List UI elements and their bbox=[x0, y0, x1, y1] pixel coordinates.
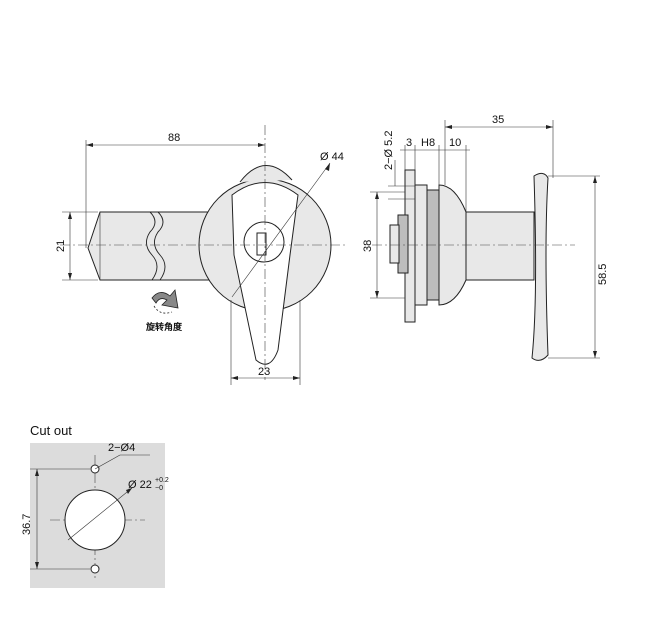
dim-diameter-44-label: Ø 44 bbox=[320, 151, 344, 163]
side-view: 35 3 H8 10 2−Ø 5.2 38 58.5 bbox=[362, 114, 609, 361]
dim-88-label: 88 bbox=[168, 132, 180, 144]
t-handle bbox=[531, 172, 549, 361]
shaft bbox=[465, 211, 535, 281]
front-view: 88 21 Ø 44 23 旋转角度 bbox=[55, 125, 345, 385]
top-boss bbox=[239, 165, 293, 183]
cutout-view: Cut out 2−Ø4 Ø 22 +0.2 −0 36.7 bbox=[21, 423, 169, 588]
dim-10-label: 10 bbox=[449, 137, 461, 149]
nut-thread bbox=[389, 224, 400, 264]
rotation-angle-label: 旋转角度 bbox=[145, 321, 183, 333]
dim-36-7-label: 36.7 bbox=[21, 514, 33, 535]
dim-35-label: 35 bbox=[492, 114, 504, 126]
cutout-small-hole-bottom bbox=[90, 564, 100, 574]
dim-tol-lower-label: −0 bbox=[155, 485, 163, 492]
rotation-arrow-icon bbox=[151, 289, 179, 314]
dim-tol-upper-label: +0.2 bbox=[155, 477, 169, 484]
dim-diameter-22-label: Ø 22 bbox=[128, 479, 152, 491]
break-line-1 bbox=[146, 211, 158, 281]
cam-bar bbox=[87, 211, 216, 281]
break-line-2 bbox=[154, 211, 166, 281]
dim-3-label: 3 bbox=[406, 137, 412, 149]
dim-23-label: 23 bbox=[258, 366, 270, 378]
dim-58-5-label: 58.5 bbox=[597, 264, 609, 285]
dim-21-label: 21 bbox=[55, 240, 67, 252]
dim-38-label: 38 bbox=[362, 240, 374, 252]
key-slot bbox=[256, 232, 267, 256]
dim-holes-4-label: 2−Ø4 bbox=[108, 442, 135, 454]
cutout-main-hole bbox=[64, 489, 126, 551]
dim-hole-5-2-label: 2−Ø 5.2 bbox=[383, 131, 395, 170]
cutout-title: Cut out bbox=[30, 423, 72, 438]
dim-h8-label: H8 bbox=[421, 137, 435, 149]
